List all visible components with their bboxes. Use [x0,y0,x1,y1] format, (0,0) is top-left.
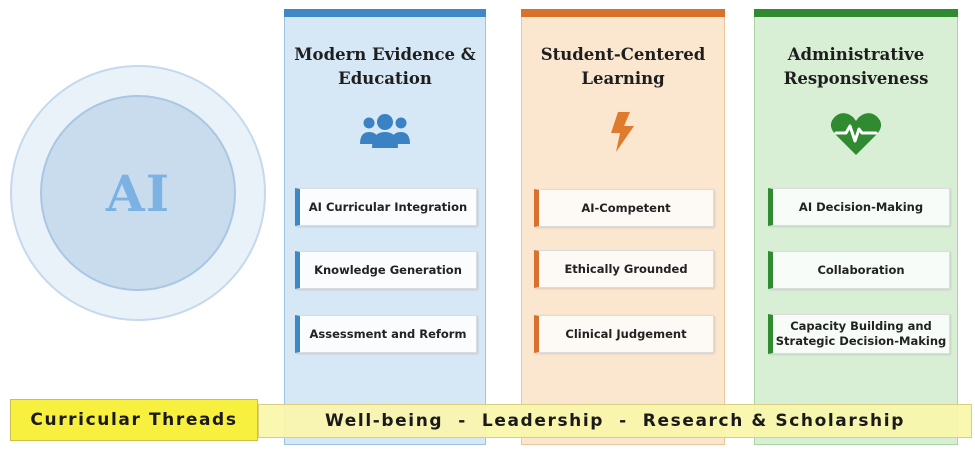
list-item-line: Capacity Building and [790,319,932,333]
column-title-line: Learning [581,69,665,88]
ai-inner-circle: AI [40,95,236,291]
curricular-threads-values: Well-being - Leadership - Research & Sch… [325,411,905,431]
list-item: Collaboration [768,251,950,289]
column-modern-evidence-education: Modern Evidence & Education AI Curricula… [284,9,486,445]
list-item: Ethically Grounded [534,250,714,288]
column-title: Modern Evidence & Education [285,43,485,91]
column-title-line: Student-Centered [540,45,706,64]
column-title-line: Responsiveness [783,69,929,88]
curricular-threads-band: Well-being - Leadership - Research & Sch… [258,404,972,438]
column-title-line: Modern Evidence & [294,45,476,64]
list-item: Knowledge Generation [295,251,477,289]
column-title: Administrative Responsiveness [755,43,957,91]
list-item: AI-Competent [534,189,714,227]
list-item: AI Decision-Making [768,188,950,226]
list-item: Assessment and Reform [295,315,477,353]
ai-label: AI [105,163,171,223]
list-item-line: Strategic Decision-Making [775,334,947,348]
column-title-line: Education [338,69,432,88]
column-accent-bar [754,9,958,17]
column-title-line: Administrative [787,45,925,64]
heart-pulse-icon [755,111,957,157]
column-title: Student-Centered Learning [522,43,724,91]
column-administrative-responsiveness: Administrative Responsiveness AI Decisio… [754,9,958,445]
users-icon [285,111,485,157]
curricular-threads-label: Curricular Threads [10,399,258,441]
lightning-bolt-icon [522,111,724,157]
column-accent-bar [521,9,725,17]
list-item: AI Curricular Integration [295,188,477,226]
column-accent-bar [284,9,486,17]
column-student-centered-learning: Student-Centered Learning AI-Competent E… [521,9,725,445]
list-item: Clinical Judgement [534,315,714,353]
list-item: Capacity Building and Strategic Decision… [768,314,950,354]
ai-outer-circle: AI [10,65,266,321]
